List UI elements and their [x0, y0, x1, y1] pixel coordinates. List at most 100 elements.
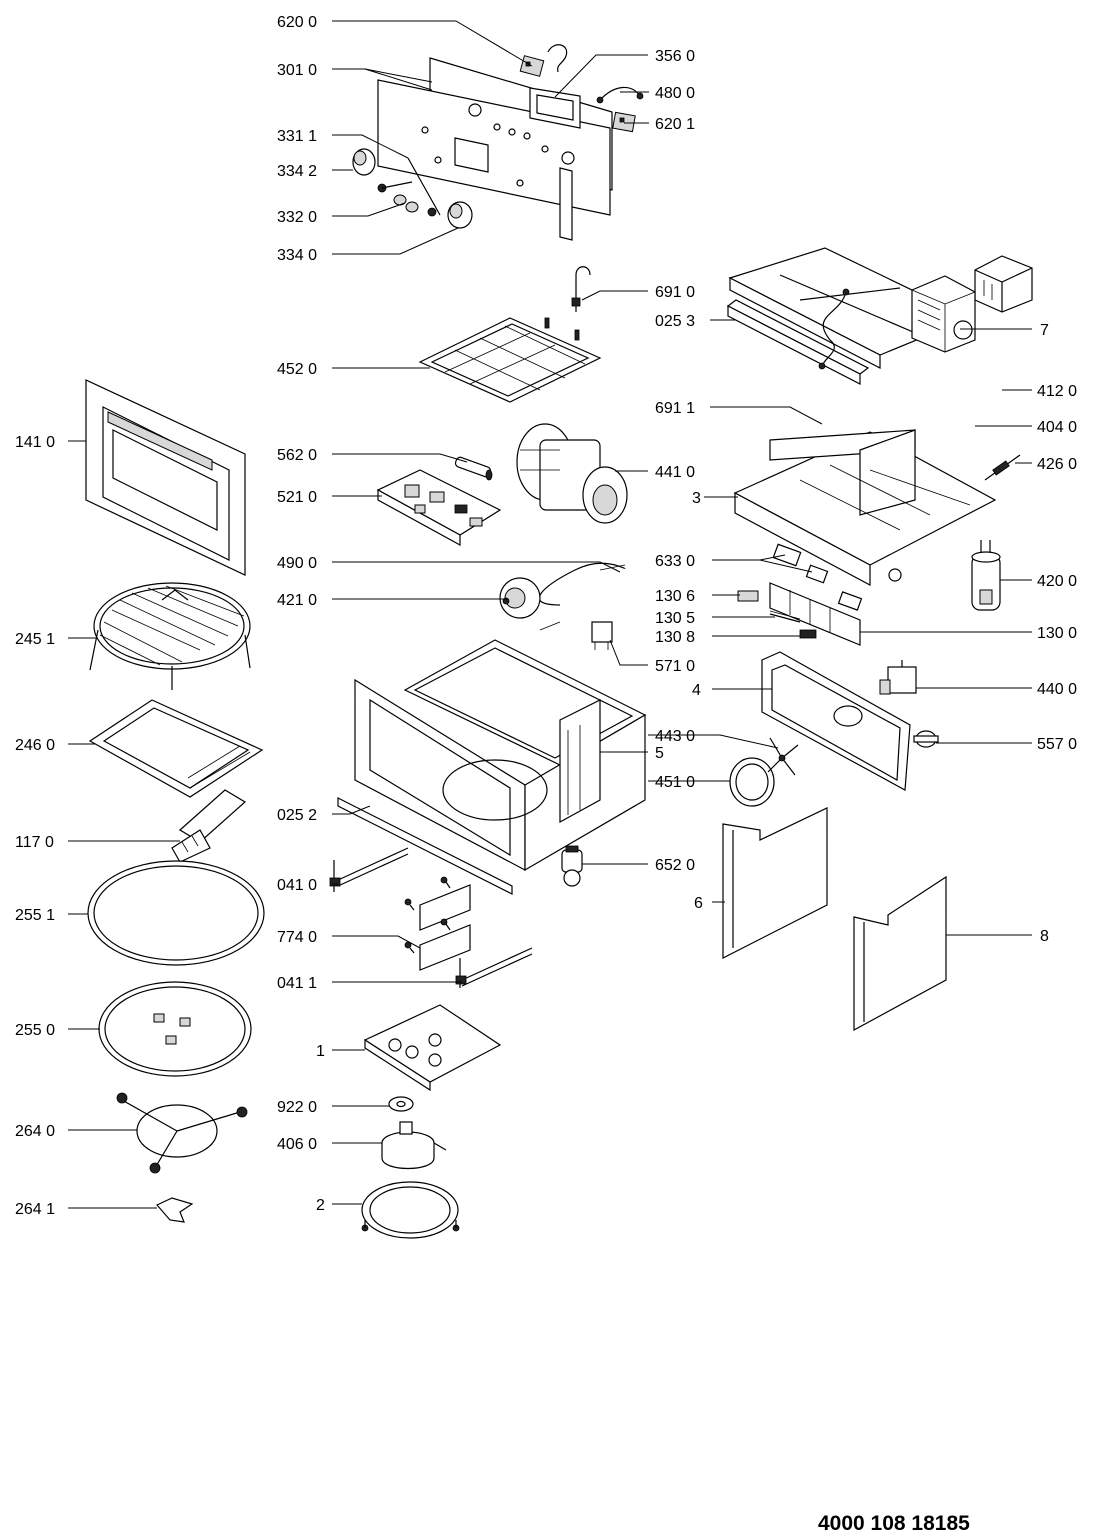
callout-691-0: 691 0 — [655, 284, 695, 301]
callout-334-2: 334 2 — [277, 163, 317, 180]
baking-tray-part — [88, 699, 264, 798]
base-plate-part — [363, 1004, 502, 1092]
callout-521-0: 521 0 — [277, 489, 317, 506]
waveguide-box-part — [761, 651, 911, 791]
callout-5: 5 — [655, 745, 664, 762]
oven-door-part — [85, 379, 246, 576]
cable-490-part — [538, 562, 626, 631]
wire-480-part — [596, 86, 644, 104]
callout-8: 8 — [1040, 928, 1049, 945]
knob-334-0-part — [447, 201, 473, 229]
callout-922-0: 922 0 — [277, 1099, 317, 1116]
hinge-041-1-part — [455, 947, 533, 988]
part-130-6 — [737, 590, 759, 602]
roller-ring-part — [116, 1092, 248, 1174]
callout-420-0: 420 0 — [1037, 573, 1077, 590]
turntable-motor-part — [381, 1121, 447, 1169]
callout-334-0: 334 0 — [277, 247, 317, 264]
knob-332-0-part — [393, 194, 419, 213]
callout-620-1: 620 1 — [655, 116, 695, 133]
callout-2: 2 — [316, 1197, 325, 1214]
callout-130-0: 130 0 — [1037, 625, 1077, 642]
hinge-041-0-part — [329, 847, 409, 892]
callout-255-0: 255 0 — [15, 1022, 55, 1039]
glass-plate-part — [87, 860, 265, 966]
sensor-691-0-part — [571, 266, 591, 312]
callout-301-0: 301 0 — [277, 62, 317, 79]
callout-421-0: 421 0 — [277, 592, 317, 609]
callout-041-1: 041 1 — [277, 975, 317, 992]
leader-lines — [68, 20, 1032, 1209]
callout-331-1: 331 1 — [277, 128, 317, 145]
callout-117-0: 117 0 — [15, 834, 54, 851]
callout-025-2: 025 2 — [277, 807, 317, 824]
callout-356-0: 356 0 — [655, 48, 695, 65]
turntable-plate-part — [98, 981, 252, 1077]
callout-141-0: 141 0 — [15, 434, 55, 451]
callout-480-0: 480 0 — [655, 85, 695, 102]
lamp-part — [561, 845, 583, 887]
heater-ring-part — [729, 757, 775, 807]
switch-620-part — [519, 44, 568, 77]
control-panel-part — [377, 57, 613, 241]
fan-motor-part — [516, 423, 628, 524]
bracket-130-0-part — [769, 582, 861, 646]
switch-440-part — [879, 660, 917, 695]
callout-440-0: 440 0 — [1037, 681, 1077, 698]
callout-264-0: 264 0 — [15, 1123, 55, 1140]
callout-452-0: 452 0 — [277, 361, 317, 378]
diode-part — [984, 454, 1021, 481]
callout-571-0: 571 0 — [655, 658, 695, 675]
base-frame-part — [733, 429, 997, 586]
shaft-331-1-part — [377, 157, 441, 217]
callout-620-0: 620 0 — [277, 14, 317, 31]
thermostat-part — [913, 730, 939, 748]
callout-1: 1 — [316, 1043, 325, 1060]
callout-633-0: 633 0 — [655, 553, 695, 570]
wire-rack-part — [89, 582, 251, 690]
callout-404-0: 404 0 — [1037, 419, 1077, 436]
magnetron-part — [911, 275, 976, 353]
callout-7: 7 — [1040, 322, 1049, 339]
washer-part — [388, 1096, 414, 1112]
callout-255-1: 255 1 — [15, 907, 55, 924]
callout-246-0: 246 0 — [15, 737, 55, 754]
coupler-part — [156, 1197, 194, 1223]
callout-557-0: 557 0 — [1037, 736, 1077, 753]
callout-041-0: 041 0 — [277, 877, 317, 894]
capacitor-part — [971, 540, 1001, 611]
callout-562-0: 562 0 — [277, 447, 317, 464]
callout-130-6: 130 6 — [655, 588, 695, 605]
bracket-774-part — [404, 876, 471, 971]
callout-6: 6 — [694, 895, 703, 912]
callout-490-0: 490 0 — [277, 555, 317, 572]
side-panel-8-part — [853, 875, 947, 1032]
display-module-part — [529, 87, 581, 129]
callout-412-0: 412 0 — [1037, 383, 1077, 400]
callout-130-8: 130 8 — [655, 629, 695, 646]
transformer-part — [974, 255, 1033, 313]
strip-025-3-part — [726, 299, 870, 385]
callout-426-0: 426 0 — [1037, 456, 1077, 473]
part-130-8 — [799, 629, 817, 639]
callout-441-0: 441 0 — [655, 464, 695, 481]
part-130-5 — [769, 610, 801, 623]
callout-025-3: 025 3 — [655, 313, 695, 330]
document-number: 4000 108 18185 — [818, 1512, 970, 1535]
callout-4: 4 — [692, 682, 701, 699]
motor-421-part — [499, 577, 541, 619]
handle-117-part — [171, 789, 247, 863]
mounting-ring-part — [361, 1181, 460, 1239]
callout-3: 3 — [692, 490, 701, 507]
callout-264-1: 264 1 — [15, 1201, 55, 1218]
side-panel-6-part — [722, 807, 828, 959]
callout-332-0: 332 0 — [277, 209, 317, 226]
callout-labels: 620 0 356 0 301 0 480 0 620 1 331 1 334 … — [15, 14, 1077, 1218]
fuse-part — [454, 456, 493, 481]
oven-cavity-part — [354, 639, 647, 872]
grill-element-part — [418, 317, 602, 403]
callout-652-0: 652 0 — [655, 857, 695, 874]
strip-025-2-part — [337, 797, 513, 895]
